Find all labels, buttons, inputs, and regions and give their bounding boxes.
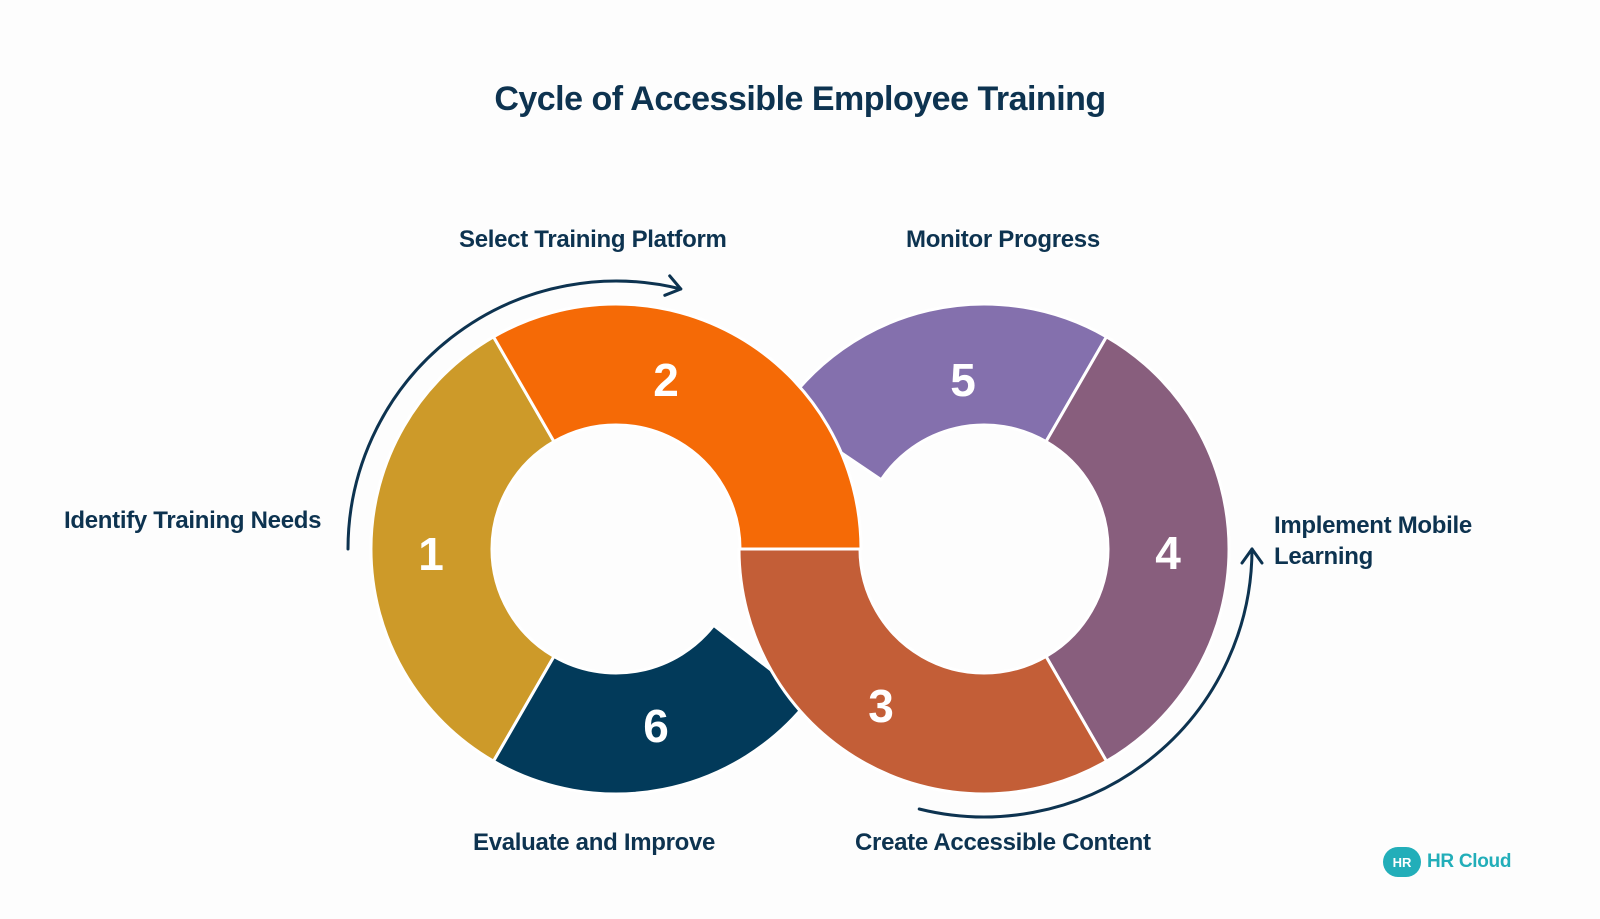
cycle-segments — [369, 302, 1231, 796]
arrowhead-left-icon — [663, 274, 683, 297]
segment-number-1: 1 — [418, 528, 444, 580]
segment-6 — [492, 623, 811, 796]
logo-text: HR Cloud — [1427, 851, 1512, 872]
flow-arrow-left — [346, 279, 683, 551]
step-label-line-2: Learning — [1274, 543, 1373, 570]
segment-2 — [492, 302, 863, 551]
segment-4 — [1044, 335, 1231, 763]
segment-number-5: 5 — [950, 354, 976, 406]
arrowhead-right-icon — [1240, 547, 1264, 565]
step-label-implement-mobile-learning: Implement Mobile Learning — [1274, 510, 1472, 572]
step-label-line-1: Implement Mobile — [1274, 512, 1472, 539]
hr-cloud-badge-icon: HR — [1383, 847, 1421, 877]
step-label-create-accessible-content: Create Accessible Content — [855, 829, 1151, 856]
hr-cloud-logo: HR HR Cloud — [1383, 845, 1511, 879]
step-label-monitor-progress: Monitor Progress — [906, 226, 1100, 253]
segment-number-2: 2 — [653, 354, 679, 406]
diagram-title: Cycle of Accessible Employee Training — [494, 80, 1106, 118]
segment-number-4: 4 — [1155, 527, 1181, 579]
logo-badge-text: HR — [1392, 854, 1412, 870]
step-label-identify-training-needs: Identify Training Needs — [64, 507, 322, 534]
segment-number-6: 6 — [643, 700, 669, 752]
step-label-select-training-platform: Select Training Platform — [459, 226, 727, 253]
segment-1 — [369, 335, 556, 763]
flow-arrow-right — [917, 547, 1254, 819]
flow-arrows — [346, 274, 1264, 819]
segment-5 — [779, 302, 1108, 482]
segment-number-3: 3 — [868, 680, 894, 732]
segment-numbers: 1 2 3 4 5 6 — [418, 354, 1181, 752]
segment-3 — [737, 547, 1108, 796]
step-label-evaluate-and-improve: Evaluate and Improve — [473, 829, 716, 856]
